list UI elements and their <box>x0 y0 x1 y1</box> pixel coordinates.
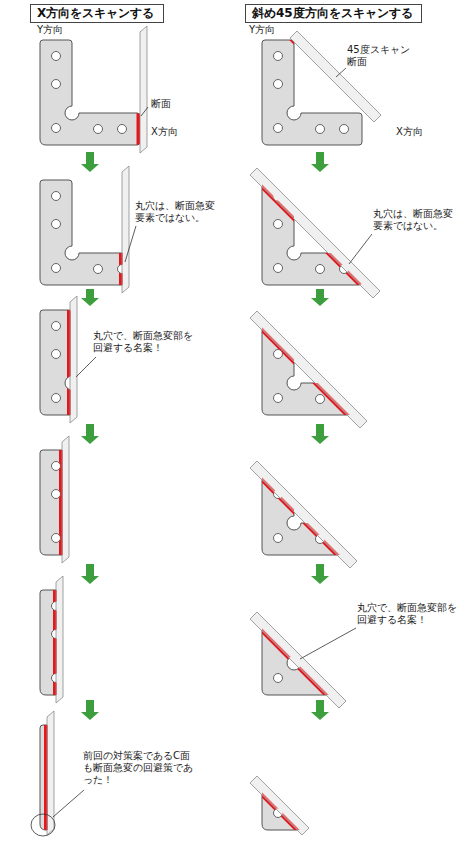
callout-text: Y方向 <box>36 24 64 36</box>
bracket-stage <box>40 26 147 153</box>
round-holes <box>52 52 127 134</box>
scan-plane <box>250 612 346 708</box>
header-text: X方向をスキャンする <box>37 6 157 21</box>
bracket-stage <box>250 310 382 450</box>
bracket-stage <box>250 725 382 843</box>
leader-line <box>349 234 372 264</box>
leader-line <box>125 226 136 262</box>
scan-plane <box>140 26 147 153</box>
step-arrow <box>81 289 99 306</box>
header-box: X方向をスキャンする <box>30 4 164 23</box>
leader-line <box>141 107 148 116</box>
bracket-plate <box>40 180 122 285</box>
scan-plane <box>122 166 129 293</box>
step-arrow <box>311 152 329 172</box>
bracket-stage <box>40 576 140 703</box>
scan-plane <box>250 776 309 835</box>
callout-text: Y方向 <box>248 24 276 36</box>
bracket-stage <box>250 450 382 600</box>
callout-text: 前回の対策案であるC面 も断面急変の回避策であ った！ <box>82 750 202 786</box>
callout-text: 丸穴は、断面急変 要素ではない。 <box>372 208 464 232</box>
leader-line <box>76 357 96 377</box>
bracket-stage <box>40 436 140 563</box>
callout-text: 丸穴は、断面急変 要素ではない。 <box>134 200 226 224</box>
header-text: 斜め45度方向をスキャンする <box>252 6 415 21</box>
bracket-stage <box>40 296 140 423</box>
step-arrow <box>81 152 99 172</box>
callout-text: 丸穴で、断面急変部を 回避する名案！ <box>356 602 464 626</box>
step-arrow <box>311 289 329 306</box>
bracket-plate <box>40 450 62 555</box>
step-arrow <box>81 424 99 444</box>
step-arrow <box>81 700 99 720</box>
step-arrows <box>81 152 329 720</box>
bracket-stage <box>250 168 382 307</box>
bracket-plate <box>262 310 362 415</box>
scan-plane <box>70 296 77 423</box>
scan-plane <box>250 461 357 568</box>
step-arrow <box>311 564 329 584</box>
scan-plane <box>62 436 69 563</box>
callout-text: 断面 <box>150 98 172 110</box>
callout-text: 45度スキャン 断面 <box>346 44 420 68</box>
leader-line <box>300 628 356 659</box>
step-arrow <box>311 424 329 444</box>
scan-plane <box>250 311 367 428</box>
step-arrow <box>311 700 329 720</box>
leader-line <box>53 790 84 817</box>
bracket-plate <box>40 310 70 415</box>
callout-text: X方向 <box>395 126 424 138</box>
bracket-plate <box>262 450 362 555</box>
round-holes <box>52 192 123 274</box>
leader-line <box>336 68 346 77</box>
header-box: 斜め45度方向をスキャンする <box>245 4 422 23</box>
highlight-ring <box>31 814 55 836</box>
callout-text: X方向 <box>150 126 179 138</box>
bracket-plate <box>262 725 362 830</box>
scan-plane <box>56 576 63 703</box>
bracket-plate <box>40 40 140 145</box>
scan-plane <box>250 168 380 298</box>
leader-lines <box>31 68 372 836</box>
step-arrow <box>81 564 99 584</box>
round-holes <box>274 52 349 134</box>
bracket-stage <box>40 166 140 293</box>
callout-text: 丸穴で、断面急変部を 回避する名案！ <box>92 330 200 354</box>
